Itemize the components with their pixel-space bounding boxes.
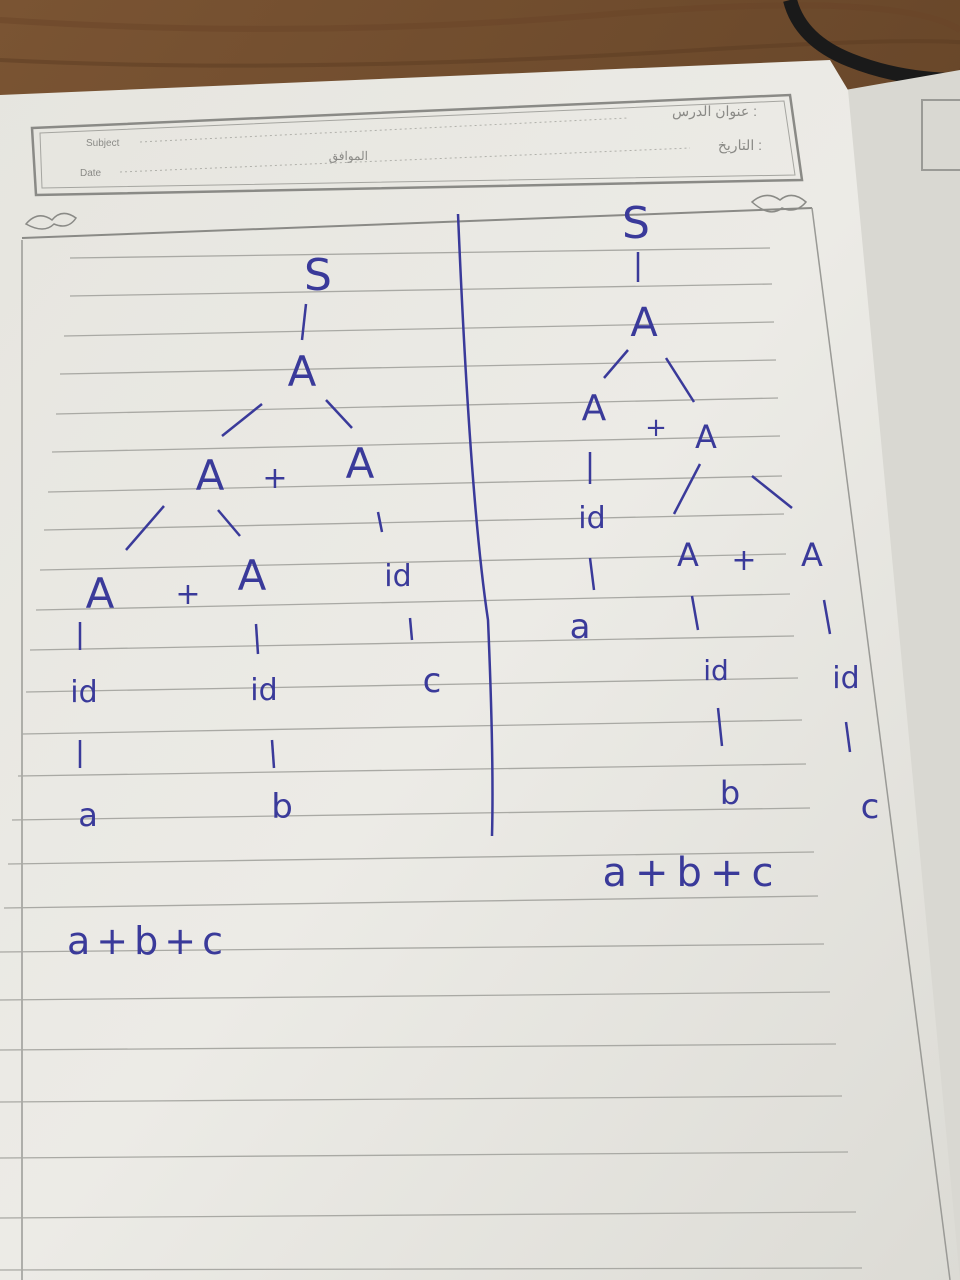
corner-ornament-right — [750, 194, 808, 213]
corner-ornament-left — [24, 212, 78, 230]
right-a3-right: A — [801, 536, 823, 574]
left-a2-right: A — [346, 439, 375, 488]
left-id-b: id — [250, 673, 277, 708]
left-leaf-c: c — [423, 661, 442, 701]
left-a1: A — [288, 347, 317, 396]
right-root: S — [622, 198, 650, 249]
right-leaf-c: c — [861, 787, 880, 827]
date-label-ar: التاريخ : — [718, 137, 762, 154]
divider-line — [456, 213, 494, 837]
right-id-a: id — [578, 501, 605, 536]
left-root: S — [304, 250, 332, 301]
left-a2-plus: + — [262, 461, 287, 496]
left-a3-right: A — [238, 551, 267, 600]
subject-label: Subject — [86, 138, 120, 149]
right-a2-right: A — [695, 418, 717, 456]
lesson-title-label: عنوان الدرس : — [672, 103, 757, 120]
right-id-c: id — [832, 661, 859, 696]
header-box: عنوان الدرس : التاريخ : الموافق Subject … — [30, 93, 804, 197]
left-id-c: id — [384, 559, 411, 594]
right-a2-left: A — [582, 388, 607, 429]
right-a3-left: A — [677, 536, 699, 574]
right-leaf-b: b — [720, 774, 740, 812]
left-id-a: id — [70, 675, 97, 710]
ruled-lines — [0, 247, 863, 1271]
right-a2-plus: + — [645, 413, 667, 443]
notebook-page — [0, 60, 960, 1280]
right-id-b: id — [703, 654, 729, 687]
right-parse-tree: S A A + A id a A + A id id b c — [570, 198, 880, 827]
left-a3-plus: + — [175, 577, 200, 612]
left-leaf-b: b — [271, 787, 293, 827]
ruled-frame — [21, 194, 951, 1280]
left-expression: a+b+c — [67, 919, 229, 963]
right-leaf-a: a — [570, 607, 591, 647]
right-a3-plus: + — [731, 543, 756, 578]
left-a3-left: A — [86, 569, 115, 618]
left-leaf-a: a — [78, 796, 98, 834]
left-parse-tree: S A A + A A + A id c id id a b — [70, 250, 441, 834]
day-label-ar: الموافق — [329, 149, 368, 163]
right-a1: A — [630, 300, 658, 346]
right-expression: a+b+c — [603, 850, 782, 896]
left-a2-left: A — [196, 451, 225, 500]
date-label: Date — [80, 168, 102, 179]
